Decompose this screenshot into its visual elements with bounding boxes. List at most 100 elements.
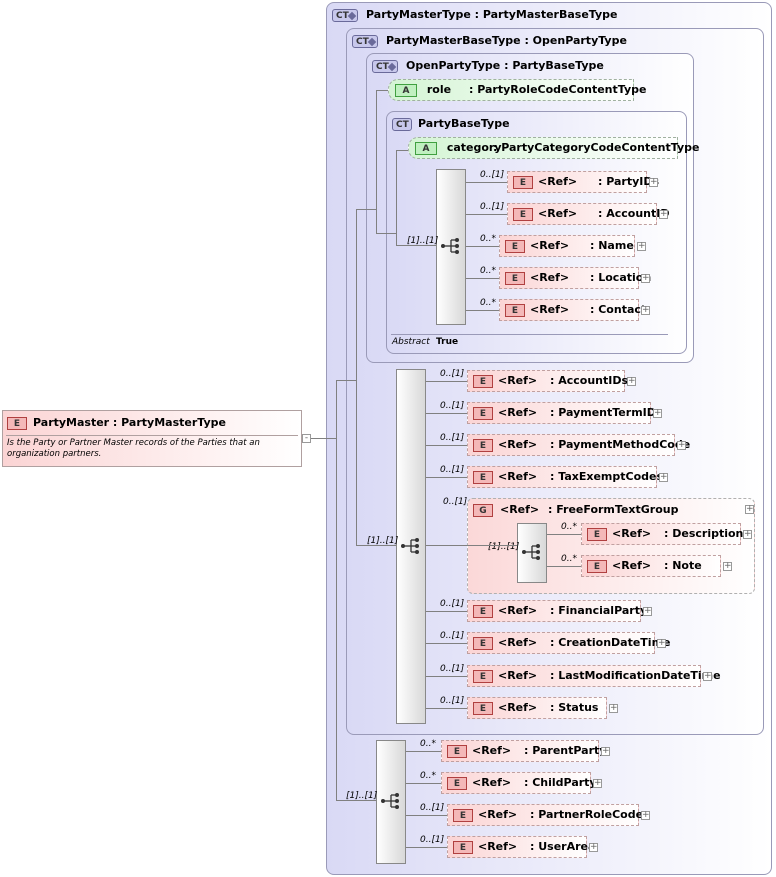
group-badge: G	[473, 504, 493, 517]
element-ref[interactable]: E<Ref>: Note	[581, 555, 721, 577]
element-cardinality: 0..[1]	[480, 170, 505, 180]
element-name: : PartyIDs	[598, 175, 660, 188]
element-ref[interactable]: E<Ref>: PartyIDs	[507, 171, 659, 193]
element-cardinality: 0..*	[480, 298, 496, 308]
role-attribute[interactable]: A role : PartyRoleCodeContentType	[388, 79, 646, 101]
element-ref[interactable]: E<Ref>: PaymentMethodCode	[467, 434, 690, 456]
connector-line	[426, 413, 467, 414]
connector-line	[466, 214, 507, 215]
element-ref[interactable]: E<Ref>: AccountID	[507, 203, 669, 225]
complex-type-icon: CT	[352, 35, 378, 48]
element-ref[interactable]: E <Ref> : Contact	[499, 299, 646, 321]
party-master-type-title: PartyMasterType : PartyMasterBaseType	[366, 8, 618, 21]
connector-line	[426, 611, 467, 612]
category-type: : PartyCategoryCodeContentType	[493, 141, 700, 154]
expand-icon[interactable]: -	[302, 434, 311, 443]
expand-icon[interactable]: +	[637, 241, 646, 251]
element-ref[interactable]: E<Ref>: FinancialParty	[467, 600, 647, 622]
element-name: : PartnerRoleCodes	[530, 808, 650, 821]
element-ref[interactable]: E<Ref>: ParentParty	[441, 740, 606, 762]
element-ref-label: <Ref>	[612, 559, 652, 572]
expand-icon[interactable]: +	[653, 408, 662, 418]
expand-icon[interactable]: +	[659, 472, 668, 482]
element-badge: E	[587, 559, 607, 573]
element-name: : TaxExemptCodes	[550, 470, 664, 483]
element-cardinality: 0..[1]	[440, 664, 465, 674]
expand-icon[interactable]: +	[609, 703, 618, 713]
connector-line	[466, 182, 507, 183]
sequence-cardinality: [1]..[1]	[407, 236, 439, 246]
expand-icon[interactable]: +	[641, 305, 650, 315]
group-cardinality: 0..[1]	[443, 497, 468, 507]
element-ref[interactable]: E<Ref>: PartnerRoleCodes	[447, 804, 650, 826]
element-ref[interactable]: E<Ref>: Status	[467, 697, 607, 719]
element-name: : LastModificationDateTime	[550, 669, 721, 682]
element-badge: E	[505, 303, 525, 317]
element-ref-label: <Ref>	[498, 438, 538, 451]
element-badge: E	[7, 417, 27, 430]
element-badge: E	[473, 669, 493, 683]
element-ref-label: <Ref>	[538, 175, 578, 188]
connector-line	[406, 815, 447, 816]
element-ref-label: <Ref>	[612, 527, 652, 540]
category-attribute[interactable]: A category : PartyCategoryCodeContentTyp…	[408, 137, 699, 159]
element-cardinality: 0..[1]	[440, 599, 465, 609]
expand-icon[interactable]: +	[745, 504, 754, 514]
connector-line	[426, 477, 467, 478]
expand-icon[interactable]: +	[723, 561, 732, 571]
connector-line	[426, 643, 467, 644]
element-ref[interactable]: E<Ref>: AccountIDs	[467, 370, 628, 392]
element-ref[interactable]: E<Ref>: LastModificationDateTime	[467, 665, 721, 687]
expand-icon[interactable]: +	[657, 638, 666, 648]
expand-icon[interactable]: +	[641, 810, 650, 820]
role-name: role	[426, 83, 452, 96]
expand-icon[interactable]: +	[641, 273, 650, 283]
expand-icon[interactable]: +	[593, 778, 602, 788]
element-ref[interactable]: E<Ref>: ChildParty	[441, 772, 597, 794]
expand-icon[interactable]: +	[703, 671, 712, 681]
element-ref[interactable]: E<Ref>: UserArea	[447, 836, 595, 858]
expand-icon[interactable]: +	[743, 529, 752, 539]
element-name: : Description	[664, 527, 744, 540]
element-ref[interactable]: E<Ref>: PaymentTermID	[467, 402, 656, 424]
free-form-text-group[interactable]: G <Ref> : FreeFormTextGroup	[467, 498, 755, 594]
group-ref: <Ref>	[500, 503, 540, 516]
expand-icon[interactable]: +	[589, 842, 598, 852]
element-name: : PaymentMethodCode	[550, 438, 691, 451]
element-cardinality: 0..*	[480, 266, 496, 276]
expand-icon[interactable]: +	[649, 177, 658, 187]
element-cardinality: 0..*	[420, 771, 436, 781]
expand-icon[interactable]: +	[627, 376, 636, 386]
expand-icon[interactable]: +	[659, 209, 668, 219]
expand-icon[interactable]: +	[643, 606, 652, 616]
party-master-title: PartyMaster : PartyMasterType	[33, 416, 226, 429]
connector-line	[426, 381, 467, 382]
connector-line	[547, 566, 581, 567]
element-ref-label: <Ref>	[498, 406, 538, 419]
party-master-element[interactable]: E PartyMaster : PartyMasterType Is the P…	[2, 410, 302, 467]
element-name: : Contact	[590, 303, 647, 316]
element-cardinality: 0..[1]	[440, 465, 465, 475]
element-ref[interactable]: E<Ref>: CreationDateTime	[467, 632, 671, 654]
element-ref-label: <Ref>	[472, 776, 512, 789]
party-base-sequence[interactable]	[436, 169, 466, 325]
element-ref-label: <Ref>	[498, 604, 538, 617]
element-cardinality: 0..[1]	[440, 369, 465, 379]
connector-line	[426, 676, 467, 677]
expand-icon[interactable]: +	[677, 440, 686, 450]
element-ref[interactable]: E<Ref>: TaxExemptCodes	[467, 466, 663, 488]
element-badge: E	[473, 470, 493, 484]
element-cardinality: 0..[1]	[420, 803, 445, 813]
element-ref-label: <Ref>	[530, 303, 570, 316]
element-ref[interactable]: E<Ref>: Description	[581, 523, 744, 545]
element-ref-label: <Ref>	[498, 701, 538, 714]
connector-line	[466, 246, 499, 247]
expand-icon[interactable]: +	[601, 746, 610, 756]
element-badge: E	[473, 701, 493, 715]
element-ref-label: <Ref>	[472, 744, 512, 757]
element-ref[interactable]: E<Ref>: Name	[499, 235, 635, 257]
element-ref[interactable]: E<Ref>: Location	[499, 267, 651, 289]
attribute-badge: A	[415, 142, 437, 155]
element-badge: E	[505, 239, 525, 253]
party-master-doc: Is the Party or Partner Master records o…	[7, 438, 260, 459]
